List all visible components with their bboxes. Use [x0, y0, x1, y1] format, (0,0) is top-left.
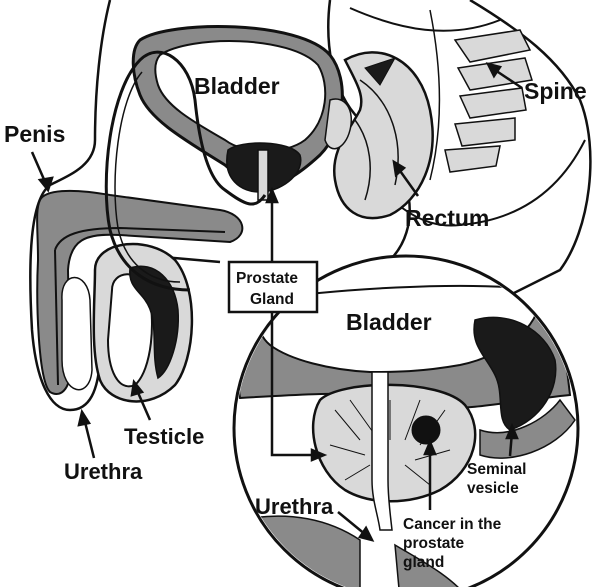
testicle [94, 244, 192, 401]
label-seminal-line1: Seminal [467, 461, 526, 478]
label-testicle: Testicle [124, 424, 204, 449]
label-seminal-line2: vesicle [467, 480, 519, 497]
label-cancer-line3: gland [403, 554, 444, 571]
spine [430, 10, 532, 180]
label-prostate-gland-line1: Prostate [236, 270, 298, 287]
label-bladder-inset: Bladder [346, 309, 432, 335]
label-urethra-inset: Urethra [255, 494, 334, 519]
label-spine: Spine [524, 78, 587, 104]
tumour-mark [412, 416, 440, 444]
label-prostate-gland-line2: Gland [250, 291, 294, 308]
label-penis: Penis [4, 121, 65, 147]
label-bladder-top: Bladder [194, 73, 280, 99]
label-cancer-line2: prostate [403, 535, 465, 552]
label-rectum: Rectum [405, 205, 489, 231]
label-cancer-line1: Cancer in the [403, 516, 502, 533]
label-urethra-left: Urethra [64, 459, 143, 484]
